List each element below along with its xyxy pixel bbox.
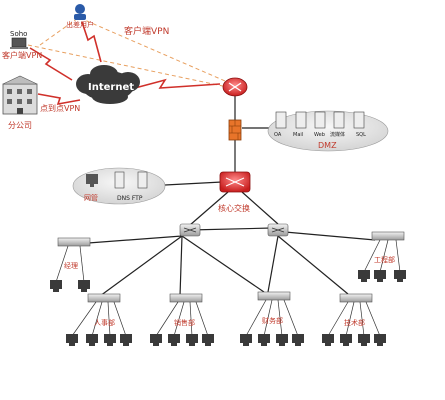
pc-icon	[358, 270, 370, 282]
pc-icon	[322, 334, 334, 346]
mobile-user-node: 出差用户	[66, 4, 94, 29]
p2p-vpn-label: 点到点VPN	[40, 104, 80, 113]
pc-icon	[50, 280, 62, 292]
switch-hr	[87, 293, 121, 303]
dmz-zone: OA Mail Web 流媒体 SQL DMZ	[267, 110, 389, 152]
switch-sales	[169, 293, 203, 303]
edge-router	[222, 77, 248, 97]
wan-lightning-links	[29, 21, 221, 106]
mgmt-label: 网管	[84, 193, 98, 202]
pc-icon	[258, 334, 270, 346]
soho-vpn-label: 客户端VPN	[2, 50, 42, 60]
pc-icon	[374, 270, 386, 282]
pc-icon	[240, 334, 252, 346]
pc-icon	[120, 334, 132, 346]
pc-icon	[358, 334, 370, 346]
pc-icon	[78, 280, 90, 292]
dmz-server-oa: OA	[274, 132, 282, 138]
internet-label: Internet	[88, 82, 134, 93]
internet-cloud: Internet	[76, 65, 140, 104]
dmz-server-mail: Mail	[293, 132, 303, 138]
dns-ftp-label: DNS FTP	[117, 195, 143, 202]
router-arrows-icon	[228, 82, 242, 92]
branch-office-node: 分公司	[2, 75, 38, 130]
user-icon	[75, 4, 85, 14]
pc-icon	[292, 334, 304, 346]
dmz-label: DMZ	[318, 141, 337, 150]
distribution-switch-left	[179, 223, 201, 237]
pc-icon	[202, 334, 214, 346]
dept-hr-label: 人事部	[94, 318, 115, 327]
core-switch: 核心交换	[218, 171, 251, 213]
access-drops	[55, 239, 401, 337]
vpn-dashed-links	[27, 17, 233, 89]
mobile-user-label: 出差用户	[66, 20, 94, 29]
dept-eng-label: 工程部	[374, 255, 395, 264]
switch-eng	[371, 231, 405, 241]
dmz-server-media: 流媒体	[330, 131, 345, 138]
switch-tech	[339, 293, 373, 303]
pc-icon	[104, 334, 116, 346]
dept-tech-label: 技术部	[344, 318, 365, 327]
dmz-server-web: Web	[314, 132, 325, 138]
pc-icon	[276, 334, 288, 346]
mgmt-pc-icon	[86, 174, 98, 184]
soho-node: Soho 客户端VPN	[2, 30, 42, 60]
client-vpn-top-label: 客户端VPN	[124, 25, 169, 37]
laptop-icon	[11, 37, 27, 48]
pc-icon	[168, 334, 180, 346]
pc-icon	[66, 334, 78, 346]
dept-sales-label: 销售部	[174, 318, 195, 327]
dns-server-icon	[114, 171, 125, 189]
workstations	[50, 270, 406, 346]
dmz-server-sql: SQL	[356, 132, 366, 138]
access-switches	[57, 231, 405, 303]
pc-icon	[394, 270, 406, 282]
pc-icon	[150, 334, 162, 346]
dept-manager-label: 经理	[64, 261, 78, 270]
pc-icon	[374, 334, 386, 346]
branch-label: 分公司	[8, 121, 32, 130]
distribution-switch-right	[267, 223, 289, 237]
building-icon	[2, 75, 38, 115]
dept-finance-label: 财务部	[262, 316, 283, 325]
pc-icon	[340, 334, 352, 346]
switch-manager	[57, 237, 91, 247]
pc-icon	[86, 334, 98, 346]
firewall	[228, 119, 242, 141]
switch-finance	[257, 291, 291, 301]
core-switch-label: 核心交换	[218, 203, 250, 213]
dmz-server-icons	[275, 111, 365, 129]
backbone-links	[74, 95, 376, 297]
soho-label: Soho	[10, 30, 27, 38]
server-zone: 网管 DNS FTP	[72, 167, 166, 205]
ftp-server-icon	[137, 171, 148, 189]
pc-icon	[186, 334, 198, 346]
